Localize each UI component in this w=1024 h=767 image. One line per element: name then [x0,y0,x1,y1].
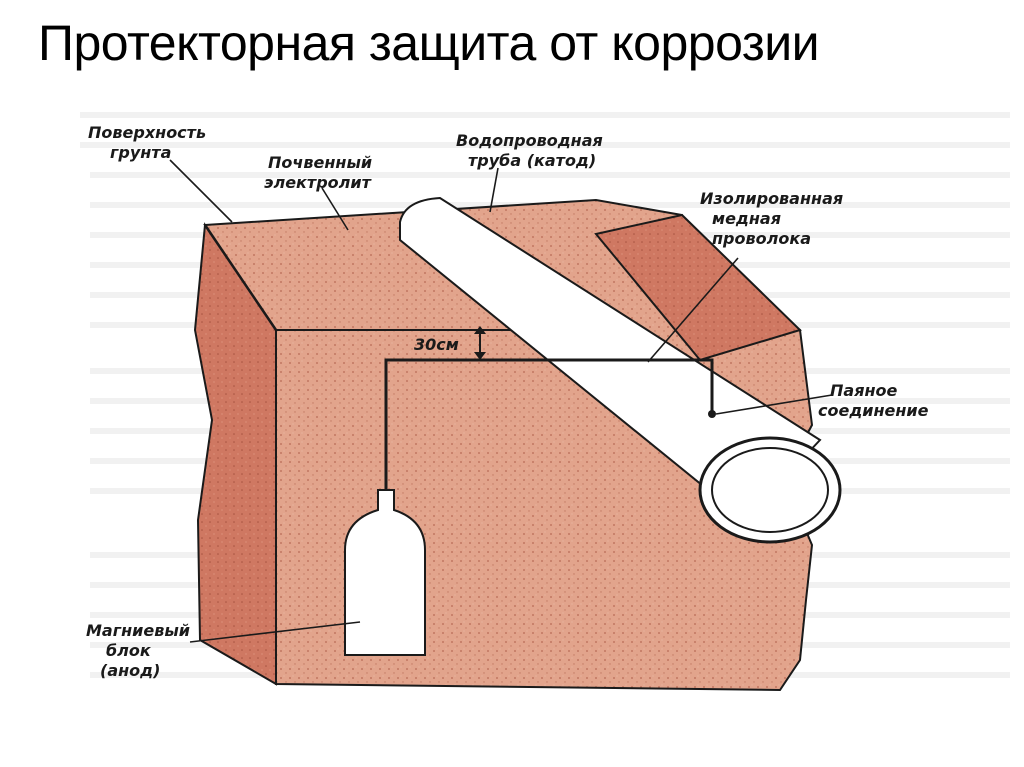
label-insulated-wire-line2: медная [712,209,781,228]
label-depth: 30см [414,335,459,354]
label-solder-joint-line1: Паяное [830,381,898,400]
label-ground-surface: Поверхность грунта [88,123,212,162]
label-water-pipe-line2: труба (катод) [468,151,596,170]
label-ground-surface-line1: Поверхность [88,123,206,142]
label-water-pipe: Водопроводная труба (катод) [456,131,608,170]
label-solder-joint: Паяное соединение [818,381,929,420]
depth-marker [474,326,486,360]
label-soil-electrolyte-line2: электролит [264,173,373,192]
label-insulated-wire-line1: Изолированная [700,189,843,208]
label-insulated-wire: Изолированная медная проволока [700,189,849,248]
magnesium-anode [344,489,426,656]
label-insulated-wire-line3: проволока [712,229,811,248]
leader-lines [169,159,833,643]
label-soil-electrolyte: Почвенный электролит [264,153,378,192]
label-magnesium-block-line3: (анод) [100,661,160,680]
label-water-pipe-line1: Водопроводная [456,131,603,150]
label-ground-surface-line2: грунта [110,143,171,162]
label-soil-electrolyte-line1: Почвенный [268,153,372,172]
copper-wire [384,358,716,490]
label-magnesium-block: Магниевый блок (анод) [86,621,196,680]
label-solder-joint-line2: соединение [818,401,929,420]
label-magnesium-block-line1: Магниевый [86,621,190,640]
label-magnesium-block-line2: блок [106,641,152,660]
slide-title: Протекторная защита от коррозии [38,15,820,71]
